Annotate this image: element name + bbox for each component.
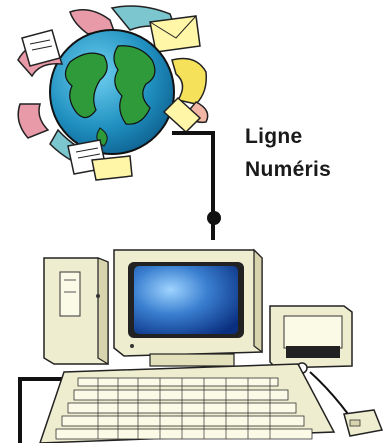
isdn-line-label: Ligne Numéris	[245, 120, 331, 186]
envelope-top-icon	[149, 15, 201, 53]
isdn-cable	[18, 131, 221, 443]
globe-icon	[49, 29, 175, 155]
monitor-screen	[134, 266, 238, 334]
computer-monitor	[113, 248, 263, 367]
hand-bottom-icon	[17, 103, 50, 139]
external-drive	[269, 305, 353, 374]
computer-tower	[43, 257, 109, 366]
connector-dot	[207, 211, 221, 225]
mouse-icon	[309, 371, 384, 437]
label-line-1: Ligne	[245, 125, 303, 148]
label-line-2: Numéris	[245, 158, 332, 181]
hand-right-icon	[171, 57, 208, 105]
keyboard	[39, 363, 336, 443]
globe-illustration	[17, 5, 209, 181]
